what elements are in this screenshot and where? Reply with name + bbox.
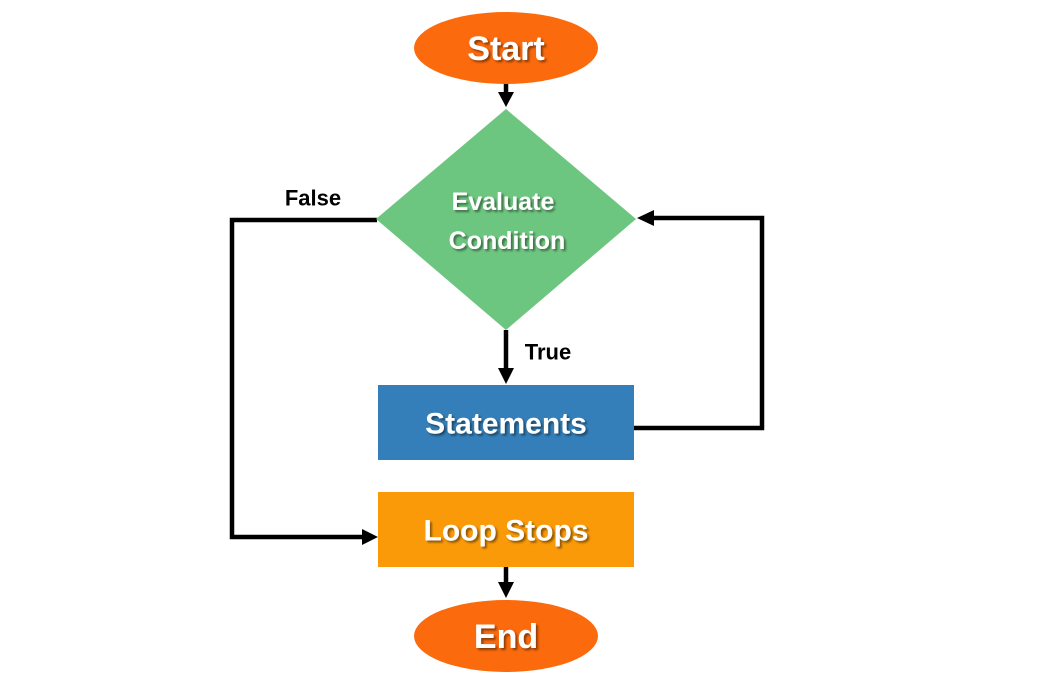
start-label: Start — [467, 30, 544, 68]
statements-box — [378, 385, 634, 460]
end-ellipse — [414, 600, 598, 672]
arrowhead-condition-to-loop-stops — [362, 529, 378, 545]
start-ellipse — [414, 12, 598, 84]
node-end: End — [414, 600, 598, 672]
loop-stops-label: Loop Stops — [424, 515, 589, 548]
node-start: Start — [414, 12, 598, 84]
edge-statements-to-condition — [634, 215, 765, 431]
condition-diamond — [376, 109, 636, 330]
statements-label: Statements — [425, 408, 587, 441]
node-loop-stops: Loop Stops — [378, 492, 634, 567]
condition-label-line2: Condition — [449, 227, 566, 255]
edge-condition-to-loop-stops — [229, 217, 377, 540]
node-condition: Evaluate Condition — [376, 109, 636, 330]
loop-stops-box — [378, 492, 634, 567]
connectors — [229, 83, 765, 598]
edge-label-true: True — [525, 340, 571, 365]
edge-label-false: False — [285, 186, 341, 211]
arrowhead-start-to-condition — [498, 92, 514, 107]
arrowhead-statements-to-condition — [637, 210, 654, 226]
condition-label-line1: Evaluate — [452, 188, 555, 216]
node-statements: Statements — [378, 385, 634, 460]
end-label: End — [474, 618, 538, 656]
arrowhead-condition-to-statements — [498, 368, 514, 384]
arrowhead-loop-stops-to-end — [498, 582, 514, 598]
